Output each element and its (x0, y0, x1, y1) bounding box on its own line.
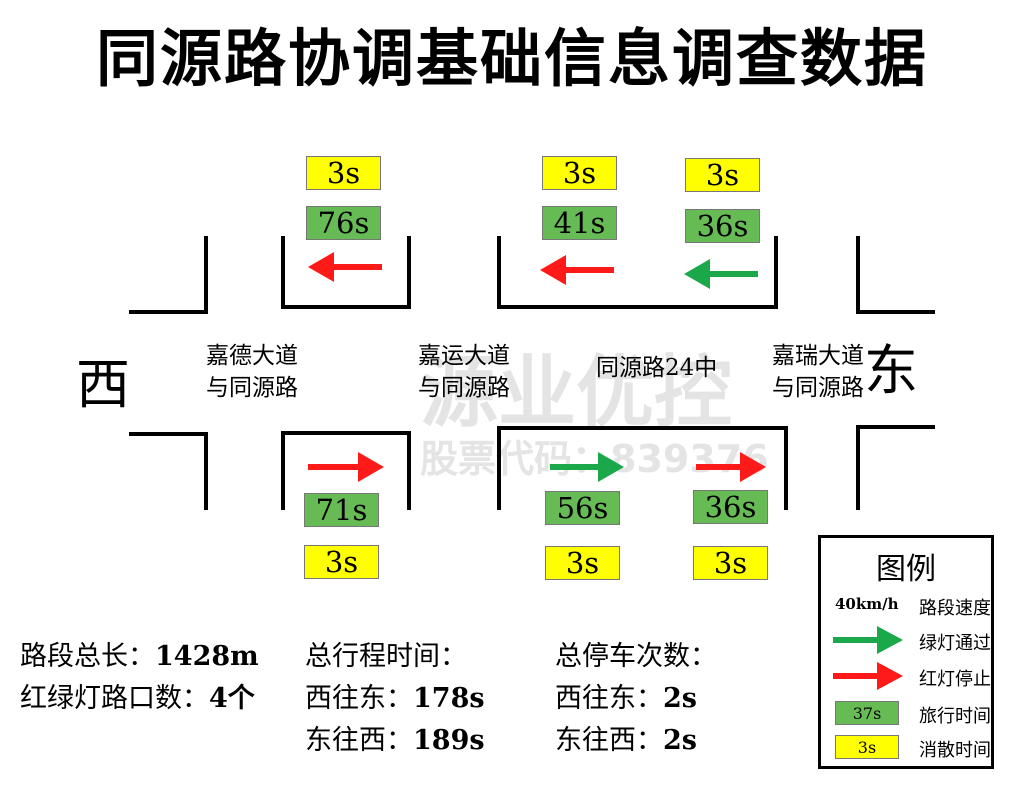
westbound-seg3-travel: 36s (685, 209, 760, 243)
legend-speed-key: 40km/h (835, 595, 899, 613)
intersection-jiarui-line1: 嘉瑞大道 (772, 343, 864, 369)
road-edge-west-lower (129, 432, 208, 510)
intersection-label-jiayun: 嘉运大道 与同源路 (418, 340, 510, 404)
legend-travel-swatch: 37s (835, 701, 899, 725)
intersection-jiayun-line2: 与同源路 (418, 375, 510, 401)
legend-clear-swatch: 3s (835, 735, 899, 759)
stat-stops-header: 总停车次数： (555, 641, 717, 672)
eastbound-seg2-travel: 56s (545, 491, 620, 525)
stat-stops-ew: 东往西：2s (555, 725, 697, 756)
eastbound-seg1-travel: 71s (304, 493, 379, 527)
watermark-stock: 股票代码：839376 (420, 437, 769, 481)
stat-travel-header: 总行程时间： (305, 641, 467, 672)
eastbound-seg2-clearance: 3s (545, 546, 620, 580)
stat-travel-we: 西往东：178s (305, 683, 485, 714)
stat-total-length: 路段总长：1428m (20, 641, 259, 672)
legend-speed-label: 路段速度 (919, 598, 991, 619)
legend-red-arrow-icon (833, 662, 903, 690)
westbound-seg1-clearance: 3s (306, 156, 381, 190)
stat-travel-ew: 东往西：189s (305, 725, 485, 756)
stat-stops-we: 西往东：2s (555, 683, 697, 714)
stats-travel-time: 总行程时间： 西往东：178s 东往西：189s (305, 636, 485, 762)
eastbound-arrow-seg3 (696, 452, 766, 482)
stats-stop-count: 总停车次数： 西往东：2s 东往西：2s (555, 636, 717, 762)
road-edge-seg23-upper (497, 236, 778, 309)
intersection-label-24zhong: 同源路24中 (596, 355, 718, 381)
legend-red-label: 红灯停止 (919, 669, 991, 690)
intersection-jiarui-line2: 与同源路 (772, 375, 864, 401)
stat-signal-count: 红绿灯路口数：4个 (20, 683, 255, 714)
eastbound-arrow-seg2 (550, 452, 624, 482)
road-edge-east-lower (856, 425, 935, 510)
road-edge-seg23-lower (497, 426, 788, 510)
eastbound-seg1-clearance: 3s (304, 545, 379, 579)
stats-length-signals: 路段总长：1428m 红绿灯路口数：4个 (20, 636, 259, 720)
intersection-jiade-line1: 嘉德大道 (206, 343, 298, 369)
westbound-seg1-travel: 76s (306, 206, 381, 240)
westbound-seg3-clearance: 3s (685, 158, 760, 192)
eastbound-seg3-clearance: 3s (693, 546, 768, 580)
legend-title: 图例 (876, 552, 936, 587)
watermark-brand: 源业优控 (420, 348, 733, 438)
road-edge-seg1-lower (281, 431, 411, 510)
eastbound-seg3-travel: 36s (693, 490, 768, 524)
road-edge-east-upper (856, 236, 935, 314)
eastbound-arrow-seg1 (308, 452, 384, 482)
intersection-jiayun-line1: 嘉运大道 (418, 343, 510, 369)
intersection-label-jiade: 嘉德大道 与同源路 (206, 340, 298, 404)
legend-panel: 图例 40km/h 路段速度 绿灯通过 红灯停止 37s 旅行时间 3s 消散时… (818, 535, 994, 769)
westbound-arrow-seg1 (308, 252, 382, 282)
westbound-seg2-clearance: 3s (542, 156, 617, 190)
legend-clear-label: 消散时间 (919, 740, 991, 761)
page-title: 同源路协调基础信息调查数据 (95, 22, 928, 95)
direction-west: 西 (76, 353, 130, 416)
legend-green-label: 绿灯通过 (919, 633, 991, 654)
legend-travel-label: 旅行时间 (919, 706, 991, 727)
intersection-label-jiarui: 嘉瑞大道 与同源路 (772, 340, 864, 404)
westbound-arrow-seg3 (684, 259, 758, 289)
road-edge-seg1-upper (281, 236, 411, 309)
direction-east: 东 (864, 339, 918, 402)
westbound-arrow-seg2 (540, 255, 614, 285)
legend-green-arrow-icon (833, 626, 903, 654)
intersection-jiade-line2: 与同源路 (206, 375, 298, 401)
road-edge-west-upper (129, 236, 208, 314)
westbound-seg2-travel: 41s (542, 206, 617, 240)
